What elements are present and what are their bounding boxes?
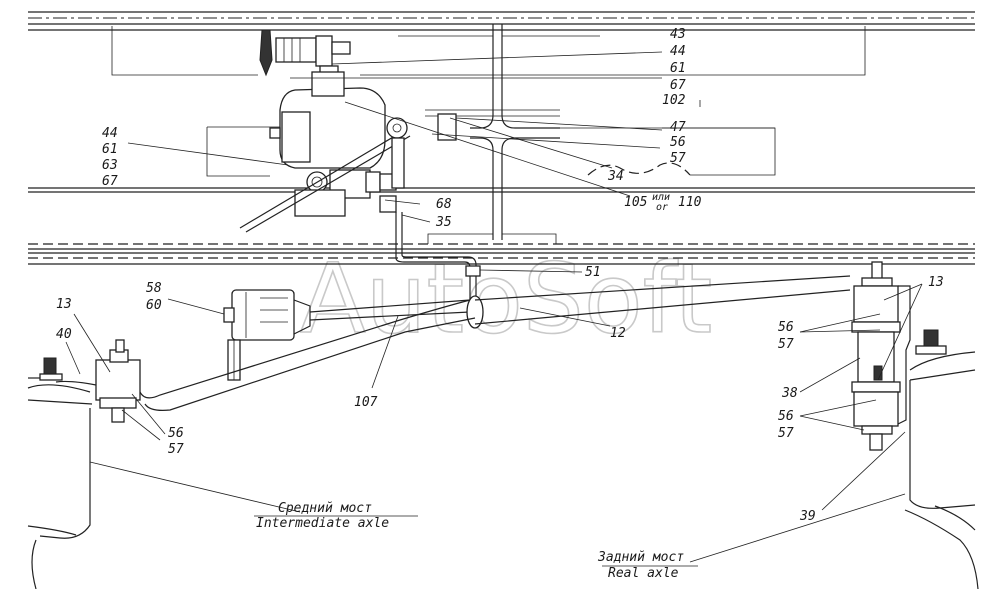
- rear-axle-caption-ru: Задний мост: [597, 550, 684, 565]
- callout-label: 13: [928, 275, 944, 290]
- callout-label: 110: [678, 195, 702, 210]
- leader-lines: [65, 51, 923, 563]
- brake-chamber: [223, 289, 311, 381]
- callout-label: или: [652, 192, 670, 203]
- callout-label: 43: [670, 27, 686, 42]
- callout-label: 102: [662, 93, 686, 108]
- callout-label: 40: [56, 327, 72, 342]
- callout-label: 57: [670, 151, 686, 166]
- rear-axle-housing: [904, 351, 979, 589]
- callout-label: 63: [102, 158, 118, 173]
- callout-label: 56: [778, 409, 794, 424]
- callout-label: 67: [670, 78, 686, 93]
- callout-label: 57: [778, 337, 794, 352]
- callout-label: 60: [146, 298, 162, 313]
- connecting-rod: [395, 212, 481, 300]
- callout-label: 61: [670, 61, 686, 76]
- elastic-rod: [139, 275, 851, 411]
- rear-axle-caption-en: Real axle: [608, 566, 679, 581]
- left-bushing-assembly: [28, 339, 141, 423]
- watermark-text: AutoSoft: [300, 243, 712, 355]
- callout-label: 34: [607, 169, 624, 184]
- callout-label: 107: [354, 395, 378, 410]
- callout-label: 56: [778, 320, 794, 335]
- brake-force-regulator: [239, 71, 457, 233]
- frame-rail-middle: [28, 187, 975, 265]
- callout-label: 67: [102, 174, 118, 189]
- middle-axle-housing: [27, 384, 93, 589]
- callout-label: 58: [146, 281, 162, 296]
- callout-label: 12: [610, 326, 626, 341]
- callout-label: 35: [435, 215, 452, 230]
- callout-label: 56: [168, 426, 184, 441]
- callout-label: 57: [778, 426, 794, 441]
- callout-label: 56: [670, 135, 686, 150]
- crossmember-outline: [111, 24, 866, 244]
- callout-label: 68: [436, 197, 452, 212]
- callout-label: 61: [102, 142, 118, 157]
- callout-label: or: [656, 202, 668, 213]
- callout-label: 105: [624, 195, 648, 210]
- middle-axle-caption-en: Intermediate axle: [256, 516, 389, 531]
- callout-label: 47: [670, 120, 686, 135]
- middle-axle-caption-ru: Средний мост: [278, 501, 372, 516]
- callout-label: 57: [168, 442, 184, 457]
- valve-handle: [259, 29, 351, 77]
- callout-label: 51: [585, 265, 601, 280]
- right-bushing-stack: [851, 261, 947, 451]
- callout-label: 44: [102, 126, 118, 141]
- callout-label: 38: [781, 386, 798, 401]
- callout-label: 44: [670, 44, 686, 59]
- callout-label: 39: [799, 509, 816, 524]
- callout-label: 13: [56, 297, 72, 312]
